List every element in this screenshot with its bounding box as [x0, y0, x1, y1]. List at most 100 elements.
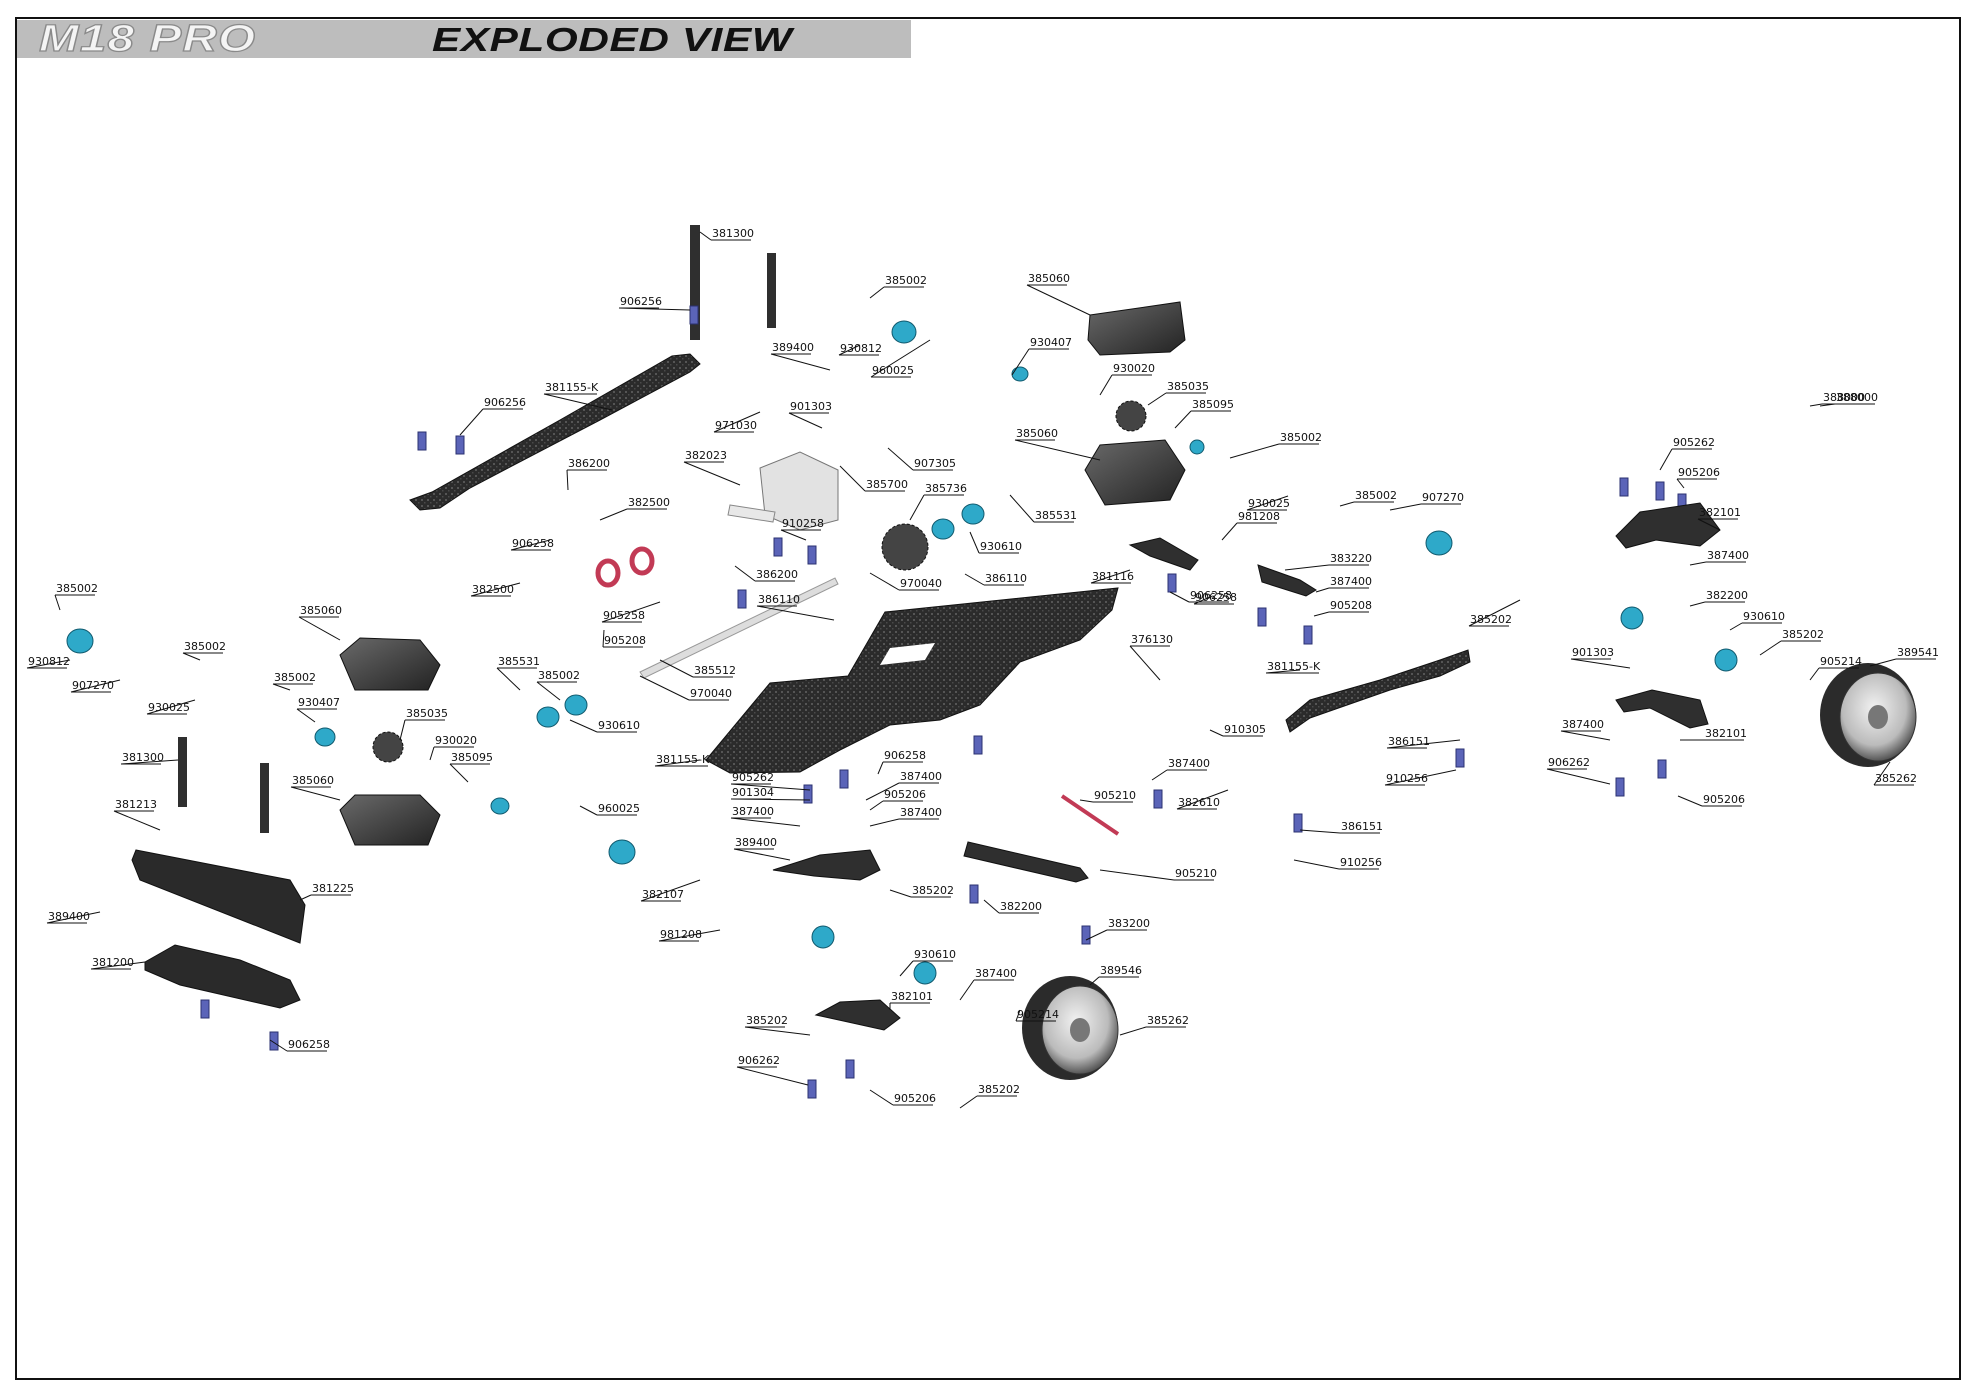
part-label: 930610 — [914, 948, 956, 961]
leader-line — [1677, 795, 1703, 807]
leader-line — [566, 469, 569, 491]
leader-line — [510, 539, 551, 551]
chassis-cutout — [880, 643, 935, 665]
part-label: 905206 — [894, 1092, 936, 1105]
part-label: 386151 — [1341, 820, 1383, 833]
part-label: 381300 — [122, 751, 164, 764]
leader-line — [736, 1066, 809, 1086]
leader-line — [296, 708, 316, 723]
part-label: 906256 — [620, 295, 662, 308]
screws — [200, 305, 1687, 1099]
leader-line — [887, 447, 914, 471]
leader-line — [449, 763, 469, 783]
leader-line — [899, 960, 914, 977]
leader-line — [909, 494, 925, 521]
part-label: 385095 — [451, 751, 493, 764]
diff-case-left-2 — [339, 794, 441, 846]
leader-line — [730, 817, 801, 827]
diff-case-left-1 — [339, 637, 441, 691]
leader-line — [146, 699, 196, 715]
part-label: 906262 — [738, 1054, 780, 1067]
leader-line — [683, 461, 741, 486]
leader-line — [26, 659, 71, 669]
part-label: 385531 — [498, 655, 540, 668]
part-label: 906258 — [288, 1038, 330, 1051]
leader-line — [1869, 658, 1897, 667]
part-label: 387400 — [975, 967, 1017, 980]
leader-line — [618, 307, 691, 311]
part-label: 930025 — [1248, 497, 1290, 510]
leader-line — [569, 719, 598, 733]
part-label: 387400 — [900, 806, 942, 819]
part-label: 905206 — [884, 788, 926, 801]
part-label: 388000 — [1823, 391, 1865, 404]
part-label: 381213 — [115, 798, 157, 811]
part-label: 385035 — [1167, 380, 1209, 393]
part-label: 905206 — [1703, 793, 1745, 806]
leader-line — [1284, 564, 1330, 571]
leader-line — [1151, 769, 1168, 781]
leader-line — [744, 1026, 811, 1036]
part-label: 376130 — [1131, 633, 1173, 646]
part-label: 382610 — [1178, 796, 1220, 809]
leader-line — [1026, 284, 1091, 316]
part-label: 386110 — [985, 572, 1027, 585]
leader-line — [1147, 392, 1167, 406]
part-label: 385060 — [300, 604, 342, 617]
leader-line — [1174, 410, 1192, 429]
part-label: 381155-K — [545, 381, 599, 394]
part-label: 385202 — [912, 884, 954, 897]
part-label: 905206 — [1678, 466, 1720, 479]
leader-line — [1759, 640, 1782, 656]
leader-line — [120, 759, 179, 765]
part-label: 387400 — [1707, 549, 1749, 562]
leader-line — [1873, 761, 1891, 786]
front-bumper — [131, 849, 306, 944]
leader-line — [298, 616, 341, 641]
part-label: 383220 — [1330, 552, 1372, 565]
leader-line — [730, 783, 811, 791]
leader-line — [579, 805, 598, 816]
part-label: 387400 — [1168, 757, 1210, 770]
leader-line — [1676, 478, 1685, 489]
view-title: EXPLODED VIEW — [432, 21, 793, 58]
leader-line — [1386, 739, 1461, 749]
leader-line — [865, 782, 900, 801]
part-label: 981208 — [1238, 510, 1280, 523]
leader-line — [869, 800, 884, 811]
leader-line — [1809, 667, 1820, 681]
leader-line — [543, 393, 613, 411]
part-label: 385002 — [184, 640, 226, 653]
part-label: 907305 — [914, 457, 956, 470]
leader-line — [1560, 730, 1611, 741]
part-label: 385095 — [1192, 398, 1234, 411]
leader-line — [780, 529, 807, 541]
part-label: 385512 — [694, 664, 736, 677]
part-label: 387400 — [732, 805, 774, 818]
wheel-389546 — [1022, 976, 1119, 1080]
leader-line — [869, 1089, 894, 1106]
part-label: 385202 — [978, 1083, 1020, 1096]
leader-line — [459, 408, 484, 436]
part-label: 389400 — [772, 341, 814, 354]
leader-line — [290, 786, 341, 801]
leader-line — [756, 605, 835, 621]
leader-line — [1099, 869, 1175, 881]
leader-line — [1169, 591, 1190, 603]
part-label: 905214 — [1820, 655, 1862, 668]
spur-gear-3 — [372, 731, 404, 763]
part-label: 970040 — [690, 687, 732, 700]
leader-line — [1809, 403, 1823, 407]
posts-381300 — [178, 225, 776, 833]
part-label: 385700 — [866, 478, 908, 491]
leader-line — [113, 810, 161, 831]
part-label: 906262 — [1548, 756, 1590, 769]
part-label: 386110 — [758, 593, 800, 606]
leader-line — [1729, 622, 1743, 631]
part-label: 381225 — [312, 882, 354, 895]
bearings — [66, 320, 1738, 985]
part-label: 385736 — [925, 482, 967, 495]
leader-line — [1246, 495, 1289, 511]
leader-line — [536, 681, 561, 701]
